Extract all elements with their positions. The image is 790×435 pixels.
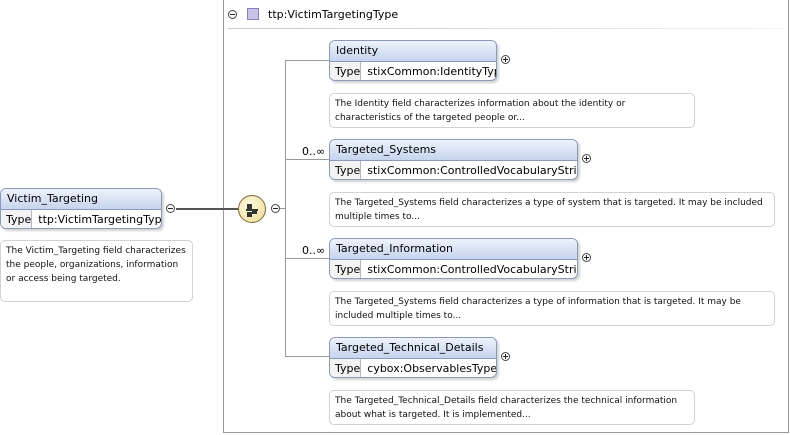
complex-type-frame (223, 0, 789, 433)
type-label: Type (1, 210, 33, 228)
child-element-doc: The Targeted_Technical_Details field cha… (329, 390, 695, 425)
connector-targeted-technical-details (285, 356, 329, 357)
collapse-type-icon[interactable] (228, 10, 237, 19)
child-element-name: Targeted_Systems (330, 140, 577, 161)
root-element-box[interactable]: Victim_Targeting Type ttp:VictimTargetin… (0, 188, 162, 229)
connector-targeted-information (285, 258, 329, 259)
expand-targeted-systems-icon[interactable] (582, 154, 591, 163)
cardinality-label: 0..∞ (302, 244, 326, 257)
connector-targeted-systems (285, 159, 329, 160)
child-element-name: Identity (330, 41, 496, 62)
type-value: stixCommon:IdentityType (367, 65, 497, 78)
expand-identity-icon[interactable] (501, 55, 510, 64)
child-element-doc: The Identity field characterizes informa… (329, 93, 695, 128)
type-label: Type (330, 260, 362, 278)
connector-identity (285, 60, 329, 61)
complex-type-icon (247, 8, 259, 20)
child-element-targeted-information[interactable]: Targeted_Information Type stixCommon:Con… (329, 238, 578, 279)
cardinality-label: 0..∞ (302, 145, 326, 158)
root-element-doc: The Victim_Targeting field characterizes… (0, 240, 193, 302)
header-divider (228, 28, 784, 29)
child-element-type-row: Type stixCommon:ControlledVocabularyStri… (330, 260, 578, 278)
child-element-targeted-technical-details[interactable]: Targeted_Technical_Details Type cybox:Ob… (329, 337, 497, 378)
type-label: Type (330, 62, 362, 80)
expand-targeted-information-icon[interactable] (582, 253, 591, 262)
root-element-name: Victim_Targeting (1, 189, 161, 210)
type-value: cybox:ObservablesType (367, 362, 497, 375)
type-label: Type (330, 359, 362, 377)
child-element-identity[interactable]: Identity Type stixCommon:IdentityType (329, 40, 497, 81)
child-element-name: Targeted_Technical_Details (330, 338, 496, 359)
collapse-sequence-icon[interactable] (271, 204, 280, 213)
sequence-compositor-icon[interactable] (238, 195, 266, 223)
child-element-doc: The Targeted_Systems field characterizes… (329, 291, 775, 326)
root-element-type-row: Type ttp:VictimTargetingType (1, 210, 162, 228)
collapse-root-icon[interactable] (166, 204, 175, 213)
connector-sequence-bracket (280, 208, 286, 209)
type-label: Type (330, 161, 362, 179)
child-element-doc: The Targeted_Systems field characterizes… (329, 192, 775, 227)
complex-type-title: ttp:VictimTargetingType (268, 8, 399, 21)
child-element-name: Targeted_Information (330, 239, 577, 260)
type-value: stixCommon:ControlledVocabularyStrin ... (367, 263, 578, 276)
child-element-type-row: Type stixCommon:ControlledVocabularyStri… (330, 161, 578, 179)
type-value: stixCommon:ControlledVocabularyStrin ... (367, 164, 578, 177)
child-element-type-row: Type cybox:ObservablesType (330, 359, 497, 377)
connector-root-sequence (176, 208, 238, 210)
type-value: ttp:VictimTargetingType (38, 213, 162, 226)
expand-targeted-technical-details-icon[interactable] (501, 352, 510, 361)
child-element-type-row: Type stixCommon:IdentityType (330, 62, 497, 80)
child-element-targeted-systems[interactable]: Targeted_Systems Type stixCommon:Control… (329, 139, 578, 180)
